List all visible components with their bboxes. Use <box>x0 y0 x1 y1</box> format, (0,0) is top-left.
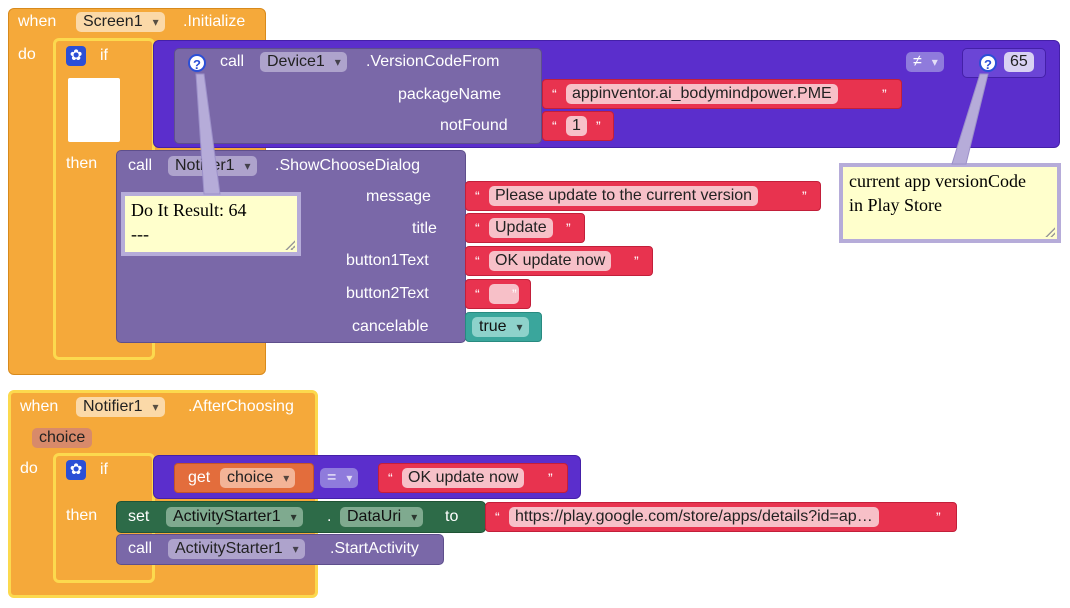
do-keyword: do <box>20 460 38 477</box>
number-value-65[interactable]: 65 <box>1004 52 1034 72</box>
question-icon[interactable]: ? <box>979 54 997 72</box>
if-keyword: if <box>100 47 108 64</box>
open-quote: “ <box>475 253 480 269</box>
param-label-message: message <box>366 188 431 205</box>
set-keyword: set <box>128 508 150 525</box>
close-quote: ” <box>548 470 553 486</box>
then-keyword: then <box>66 155 98 172</box>
call-keyword: call <box>128 540 153 557</box>
event-name: .AfterChoosing <box>188 398 294 415</box>
when-keyword: when <box>18 13 57 30</box>
compare-operator-dropdown[interactable]: = <box>320 468 359 488</box>
resize-handle-icon[interactable] <box>285 240 295 250</box>
method-name-startactivity: .StartActivity <box>330 540 419 557</box>
param-label-notfound: notFound <box>440 117 508 134</box>
param-label-button1text: button1Text <box>346 252 429 269</box>
then-keyword: then <box>66 507 98 524</box>
text-value-notfound[interactable]: 1 <box>566 116 587 136</box>
text-value-ok-update[interactable]: OK update now <box>402 468 525 488</box>
param-label-cancelable: cancelable <box>352 318 429 335</box>
text-value-url[interactable]: https://play.google.com/store/apps/detai… <box>509 507 879 527</box>
when-keyword: when <box>20 398 59 415</box>
component-dropdown-screen1[interactable]: Screen1 <box>76 12 165 32</box>
text-value-title[interactable]: Update <box>489 218 553 238</box>
method-name-showchoosedialog: .ShowChooseDialog <box>275 157 420 174</box>
component-dropdown-device1[interactable]: Device1 <box>260 52 347 72</box>
property-dropdown-datauri[interactable]: DataUri <box>340 507 424 527</box>
call-keyword: call <box>128 157 153 174</box>
open-quote: “ <box>475 220 480 236</box>
close-quote: ” <box>512 286 517 302</box>
to-keyword: to <box>445 508 459 525</box>
do-keyword: do <box>18 46 36 63</box>
comment-pointer <box>951 73 989 165</box>
method-name-versioncodefrom: .VersionCodeFrom <box>366 53 500 70</box>
if-condition-notch <box>68 78 120 142</box>
comment-line: Do It Result: 64 <box>131 200 247 220</box>
event-name: .Initialize <box>183 13 246 30</box>
question-icon[interactable]: ? <box>188 54 206 72</box>
open-quote: “ <box>475 286 480 302</box>
gear-icon[interactable]: ✿ <box>66 460 86 480</box>
open-quote: “ <box>495 509 500 525</box>
text-value-button1[interactable]: OK update now <box>489 251 612 271</box>
close-quote: ” <box>936 509 941 525</box>
comment-line: current app versionCode <box>849 171 1026 191</box>
close-quote: ” <box>634 253 639 269</box>
call-keyword: call <box>220 53 245 70</box>
close-quote: ” <box>566 220 571 236</box>
comment-pointer <box>195 73 221 195</box>
text-value-message[interactable]: Please update to the current version <box>489 186 759 206</box>
boolean-dropdown-true[interactable]: true <box>472 317 529 337</box>
param-label-title: title <box>412 220 437 237</box>
open-quote: “ <box>552 86 557 102</box>
text-value-packagename[interactable]: appinventor.ai_bodymindpower.PME <box>566 84 838 104</box>
close-quote: ” <box>882 86 887 102</box>
param-label-packagename: packageName <box>398 86 502 103</box>
component-dropdown-activitystarter1[interactable]: ActivityStarter1 <box>168 539 305 559</box>
param-label-button2text: button2Text <box>346 285 429 302</box>
comment-do-it-result[interactable]: Do It Result: 64 --- <box>121 192 301 256</box>
get-keyword: get <box>188 469 211 486</box>
open-quote: “ <box>475 188 480 204</box>
open-quote: “ <box>388 470 393 486</box>
component-dropdown-activitystarter1[interactable]: ActivityStarter1 <box>166 507 303 527</box>
open-quote: “ <box>552 118 557 134</box>
resize-handle-icon[interactable] <box>1045 227 1055 237</box>
call-device-versioncode-block[interactable] <box>174 48 542 144</box>
comment-line: in Play Store <box>849 195 942 215</box>
dot-separator: . <box>327 508 332 525</box>
gear-icon[interactable]: ✿ <box>66 46 86 66</box>
comment-line: --- <box>131 224 149 244</box>
event-param-choice[interactable]: choice <box>32 428 93 448</box>
close-quote: ” <box>802 188 807 204</box>
compare-operator-dropdown[interactable]: ≠ <box>906 52 944 72</box>
comment-current-version[interactable]: current app versionCode in Play Store <box>839 163 1061 243</box>
text-value-button2[interactable] <box>489 284 519 304</box>
variable-dropdown-choice[interactable]: choice <box>220 468 296 488</box>
close-quote: ” <box>596 118 601 134</box>
if-keyword: if <box>100 461 108 478</box>
component-dropdown-notifier1[interactable]: Notifier1 <box>76 397 165 417</box>
